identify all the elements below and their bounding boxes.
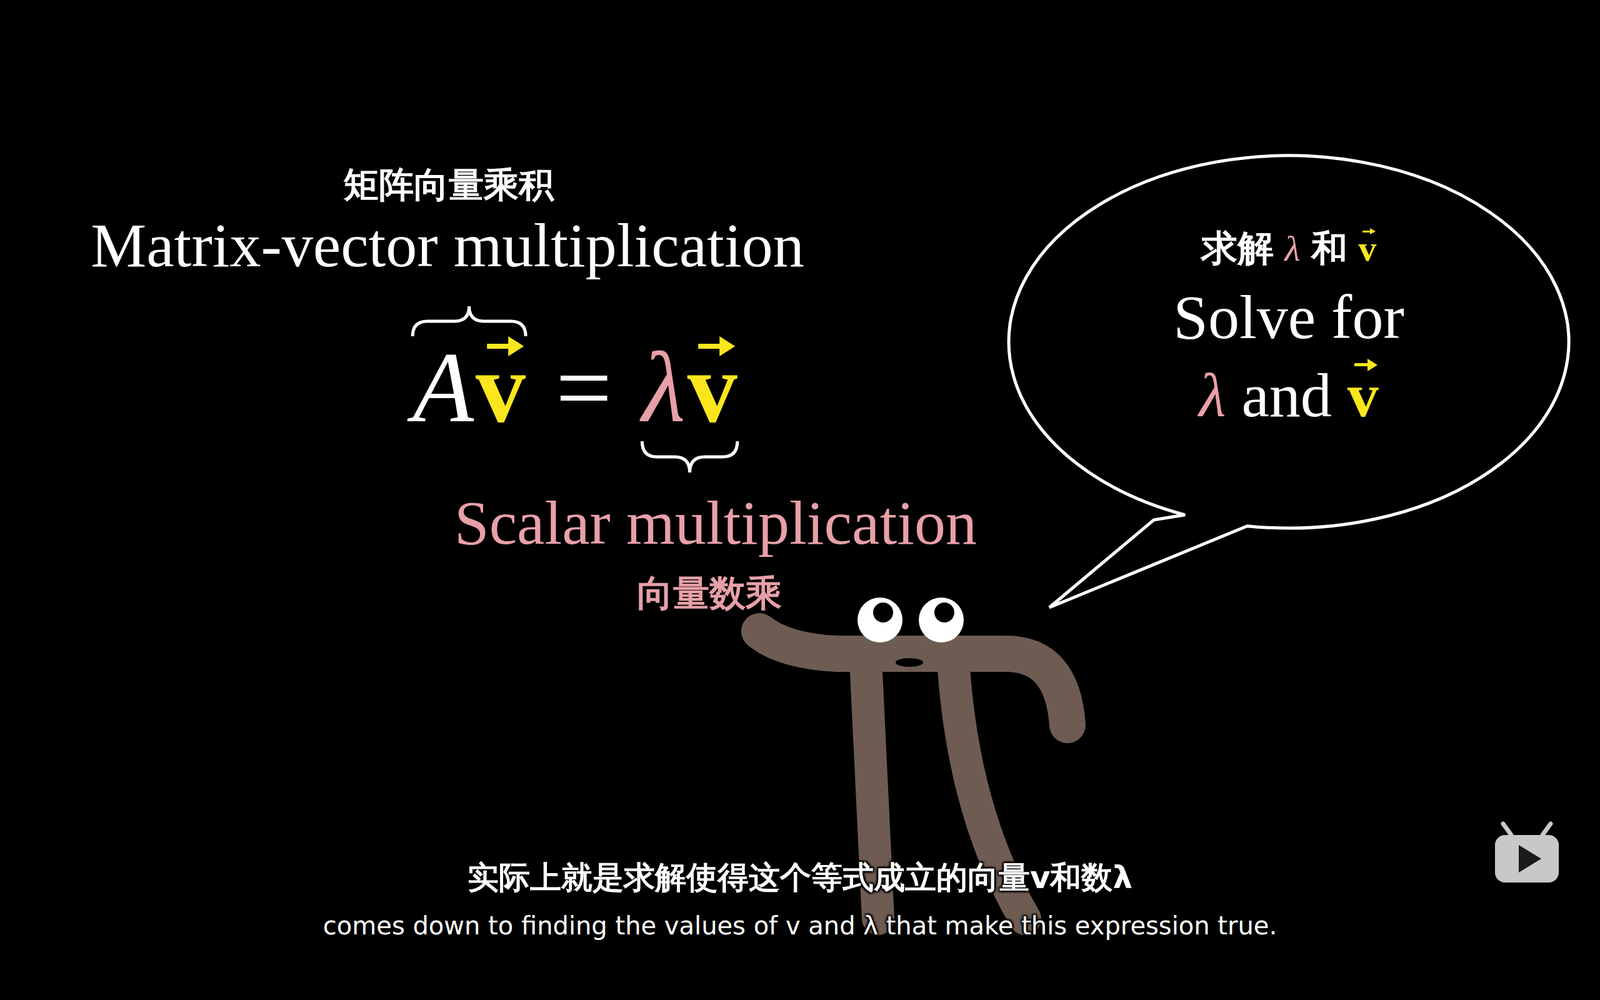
- heading-zh: 矩阵向量乘积: [343, 161, 554, 210]
- annotation-zh: 向量数乘: [636, 569, 782, 619]
- bubble-line: Solve for: [1173, 281, 1404, 354]
- bubble-line: λandv: [1198, 359, 1379, 432]
- bubble-text: and: [1241, 359, 1332, 432]
- heading-en: Matrix-vector multiplication: [90, 209, 804, 282]
- scalar-symbol: λ: [641, 337, 685, 438]
- bubble-text: 和: [1311, 227, 1348, 270]
- speech-bubble: 求解λ和vSolve forλandv: [1006, 153, 1572, 531]
- annotation-en: Scalar multiplication: [454, 486, 977, 559]
- vector-symbol: v: [475, 337, 526, 438]
- equals-sign: =: [555, 337, 612, 438]
- bubble-text: 求解: [1201, 227, 1274, 270]
- vector-symbol: v: [687, 337, 738, 438]
- curly-brace: [412, 306, 526, 337]
- vector-symbol: v: [1347, 359, 1379, 432]
- matrix-symbol: A: [412, 337, 474, 438]
- curly-brace: [641, 441, 737, 473]
- scalar-symbol: λ: [1284, 228, 1300, 270]
- subtitle-en: comes down to finding the values of v an…: [323, 911, 1277, 940]
- scalar-symbol: λ: [1198, 359, 1226, 432]
- equation: Av=λv: [412, 337, 738, 438]
- vector-symbol: v: [1358, 228, 1377, 270]
- player-icon: [1495, 823, 1559, 883]
- bubble-content: 求解λ和vSolve forλandv: [1006, 153, 1572, 531]
- subtitle-zh: 实际上就是求解使得这个等式成立的向量v和数λ: [467, 856, 1133, 899]
- bubble-text: Solve for: [1173, 281, 1404, 354]
- bubble-line: 求解λ和v: [1201, 227, 1377, 270]
